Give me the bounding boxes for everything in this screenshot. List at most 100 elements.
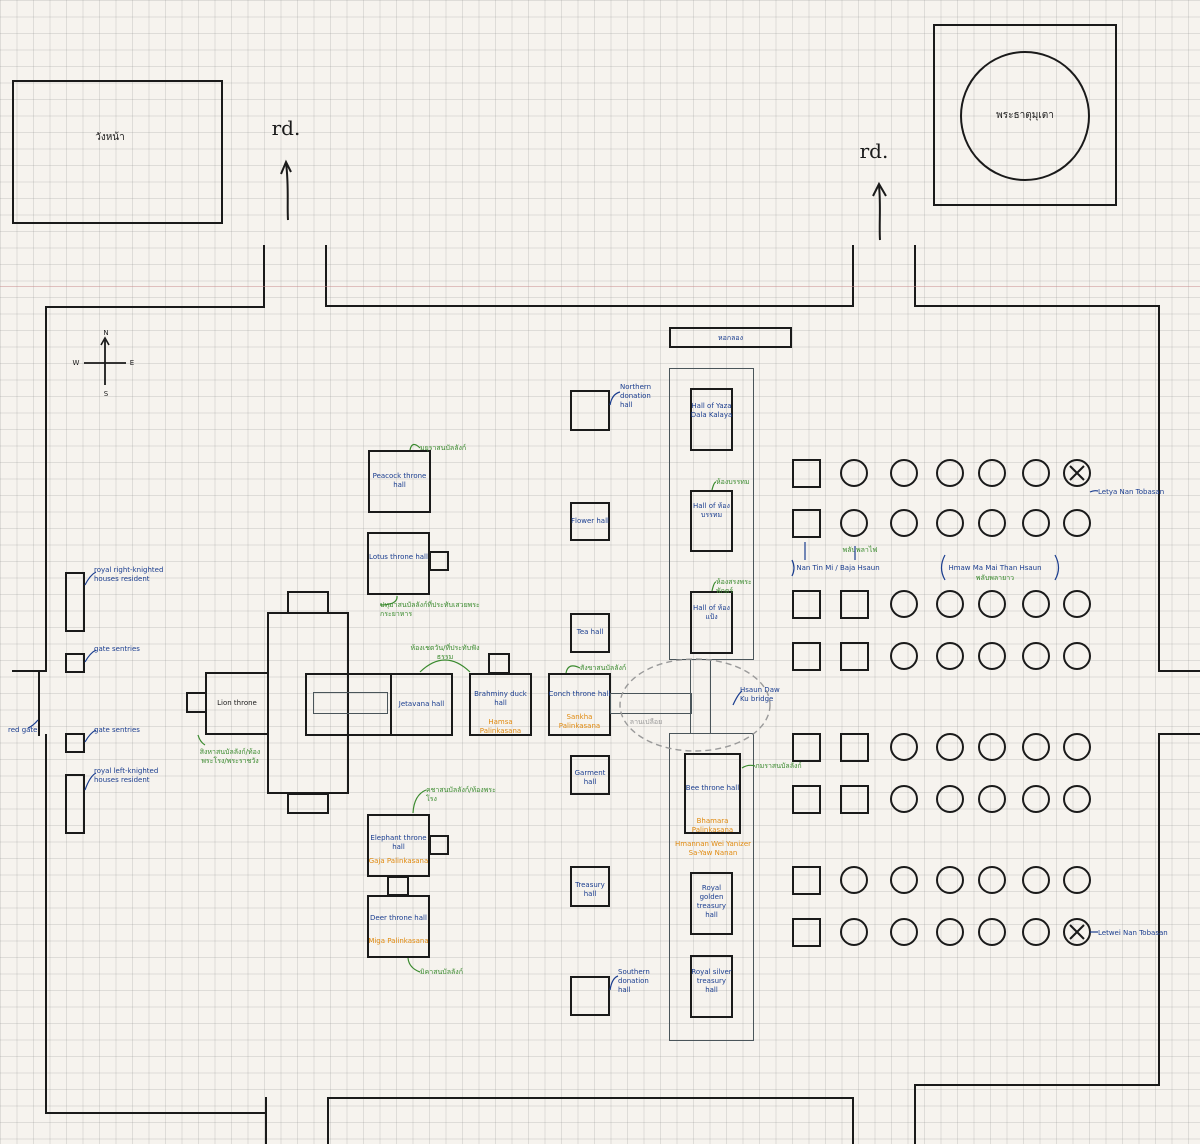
stupa-enclosure <box>933 24 1117 206</box>
south-wall <box>327 1097 854 1099</box>
corridor-lane <box>313 692 388 714</box>
hmaw-label: Hmaw Ma Mai Than Hsaun <box>948 564 1042 572</box>
southern-donation-hall <box>570 976 610 1016</box>
north-wall <box>914 305 1160 307</box>
bee-label: Bee throne hall <box>685 784 740 792</box>
east-gate-wall <box>1158 670 1200 672</box>
pavilion-circle <box>1022 918 1050 946</box>
wang-na-label: วังหน้า <box>95 132 125 143</box>
peacock-throne-hall <box>368 450 431 513</box>
main-hall-south-porch <box>287 793 329 814</box>
pavilion-circle <box>936 785 964 813</box>
hall-of-3 <box>690 591 733 654</box>
pavilion-circle <box>1022 509 1050 537</box>
pavilion-square <box>840 642 869 671</box>
letya-label: Letya Nan Tobasan <box>1098 488 1165 496</box>
road-label-left: rd. <box>271 116 301 140</box>
right-residence-block <box>65 572 85 632</box>
pavilion-circle <box>890 785 918 813</box>
pavilion-circle <box>936 459 964 487</box>
pavilion-circle <box>936 918 964 946</box>
pavilion-circle <box>1063 590 1091 618</box>
road-wall <box>325 245 327 307</box>
pavilion-circle <box>936 733 964 761</box>
pavilion-circle <box>1022 459 1050 487</box>
pavilion-circle <box>936 866 964 894</box>
road-wall <box>263 245 265 308</box>
pavilion-circle <box>890 590 918 618</box>
south-wall <box>45 1112 267 1114</box>
pavilion-circle <box>1022 590 1050 618</box>
flower-hall <box>570 502 610 541</box>
compass-n: N <box>103 329 109 337</box>
pavilion-circle <box>978 785 1006 813</box>
lotus-note: ปทุมาสนบัลลังก์ที่ประทับเสวยพระกระยาหาร <box>380 601 480 618</box>
pavilion-square <box>792 590 821 619</box>
crossed-circle-marker <box>1063 459 1091 487</box>
pavilion-square <box>840 590 869 619</box>
south-road-wall <box>914 1084 916 1144</box>
bee-throne-hall <box>684 753 741 834</box>
brahminy-duck-hall <box>469 673 532 736</box>
lotus-label: Lotus throne hall <box>369 553 428 561</box>
tea-hall <box>570 613 610 653</box>
top-bar-label: หอกลอง <box>718 334 743 342</box>
yaza-label: Hall of Yaza Dala Kalaya <box>690 402 733 419</box>
bee-sub: Hmannan Wei Yanizer Sa-Yaw Nanan <box>674 840 752 857</box>
gate-sentries-north-label: gate sentries <box>94 645 140 653</box>
elephant-note: คชาสนบัลลังก์/ท้องพระโรง <box>426 786 496 803</box>
deer-throne-hall <box>367 895 430 958</box>
stupa-label: พระธาตุมุเตา <box>996 110 1054 121</box>
pavilion-circle <box>890 866 918 894</box>
pavilion-square <box>792 866 821 895</box>
nan-tin-note: พลับพลาไฟ <box>842 546 878 554</box>
hall-of-3-note: ห้องสรงพระพักตร์ <box>716 578 752 595</box>
east-wall <box>1158 733 1160 1085</box>
pavilion-circle <box>1063 642 1091 670</box>
gate-post <box>12 670 47 672</box>
pavilion-circle <box>840 459 868 487</box>
stupa-circle <box>960 51 1090 181</box>
compass-s: S <box>103 390 109 398</box>
top-bar-building <box>669 327 792 348</box>
compass-w: W <box>72 359 80 367</box>
pavilion-square <box>792 509 821 538</box>
pavilion-circle <box>890 509 918 537</box>
pavilion-circle <box>840 866 868 894</box>
south-road-wall <box>852 1097 854 1144</box>
pavilion-circle <box>890 642 918 670</box>
pavilion-circle <box>1022 733 1050 761</box>
deer-pali: Miga Palinkasana <box>368 937 429 945</box>
pavilion-circle <box>1022 866 1050 894</box>
peacock-label: Peacock throne hall <box>372 472 427 489</box>
southern-donation-label: Southern donation hall <box>618 968 650 994</box>
bridge-circle-label: ลานเปลือย <box>629 718 663 726</box>
northern-donation-label: Northern donation hall <box>620 383 652 409</box>
bee-pali: Bhamara Palinkasana <box>691 817 734 834</box>
pavilion-square <box>840 785 869 814</box>
hall-of-2 <box>690 490 733 552</box>
northern-donation-hall <box>570 390 610 431</box>
jetavana-note: ห้องเชตวัน/ที่ประทับฟังธรรม <box>410 644 480 661</box>
pavilion-circle <box>978 642 1006 670</box>
road-wall <box>914 245 916 307</box>
wang-na-block <box>12 80 223 224</box>
pavilion-circle <box>1063 785 1091 813</box>
pavilion-square <box>792 459 821 488</box>
south-inner-enclosure <box>669 733 754 1041</box>
pavilion-circle <box>1063 733 1091 761</box>
pavilion-circle <box>978 459 1006 487</box>
flower-label: Flower hall <box>570 517 609 525</box>
gate-sentries-south-label: gate sentries <box>94 726 140 734</box>
pavilion-square <box>840 733 869 762</box>
left-residence-block <box>65 774 85 834</box>
pavilion-circle <box>936 509 964 537</box>
royal-golden-label: Royal golden treasury hall <box>696 884 727 919</box>
yaza-hall <box>690 388 733 451</box>
elephant-label: Elephant throne hall <box>370 834 427 851</box>
brahminy-pali: Hamsa Palinkasana <box>479 718 522 735</box>
lion-note: สิงหาสนบัลลังก์/ท้องพระโรง/พระราชวัง <box>199 748 261 765</box>
royal-golden-treasury <box>690 872 733 935</box>
